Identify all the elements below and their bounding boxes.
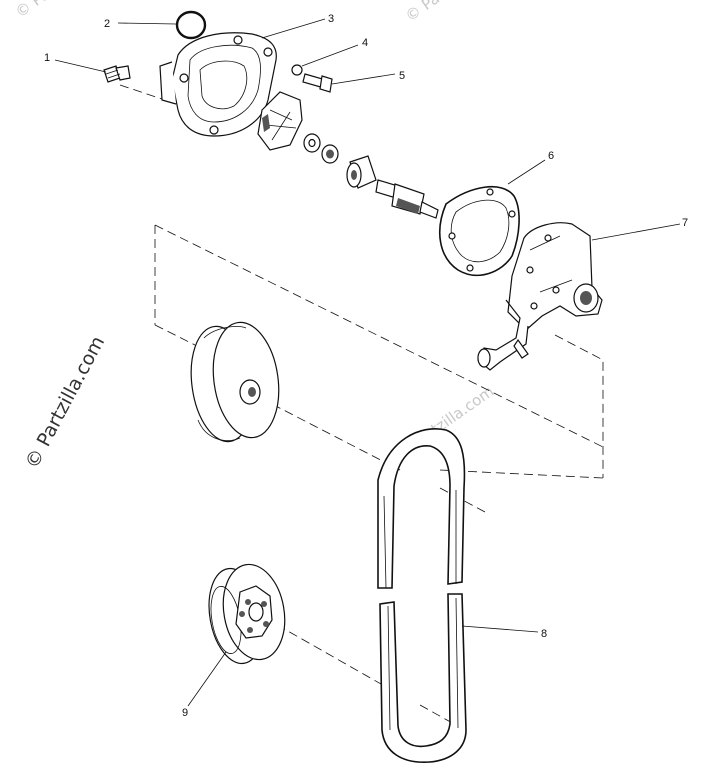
- callout-2: 2: [104, 18, 110, 30]
- assembly-lines: [119, 84, 606, 731]
- watermark-main: © Partzilla.com: [21, 333, 109, 473]
- part-3-pump-cover: [159, 32, 277, 137]
- watermark-top-right: © Partzilla.com: [402, 0, 507, 25]
- part-2-o-ring: [175, 10, 207, 40]
- part-8-drive-belt: [377, 428, 467, 763]
- part-6-gasket: [438, 185, 520, 277]
- part-7-pump-housing: [477, 222, 603, 371]
- callout-7: 7: [682, 217, 688, 229]
- watermark-top-left: © Partzilla.com: [12, 0, 117, 21]
- seal-bearings: [303, 133, 377, 189]
- part-9-lower-pulley: [208, 563, 286, 665]
- callout-labels: 1 2 3 4 5 6 7 8 9: [44, 13, 688, 719]
- impeller: [257, 91, 303, 151]
- part-4-washer: [291, 64, 303, 76]
- pump-shaft: [375, 179, 439, 219]
- leader-lines: [54, 18, 681, 707]
- part-1-drain-bolt: [103, 65, 131, 83]
- callout-3: 3: [328, 13, 334, 25]
- callout-1: 1: [44, 52, 50, 64]
- callout-6: 6: [548, 150, 554, 162]
- callout-5: 5: [399, 70, 405, 82]
- callout-8: 8: [541, 628, 547, 640]
- callout-9: 9: [182, 707, 188, 719]
- callout-4: 4: [362, 37, 368, 49]
- part-5-bolt: [302, 73, 333, 93]
- upper-pulley: [190, 321, 280, 443]
